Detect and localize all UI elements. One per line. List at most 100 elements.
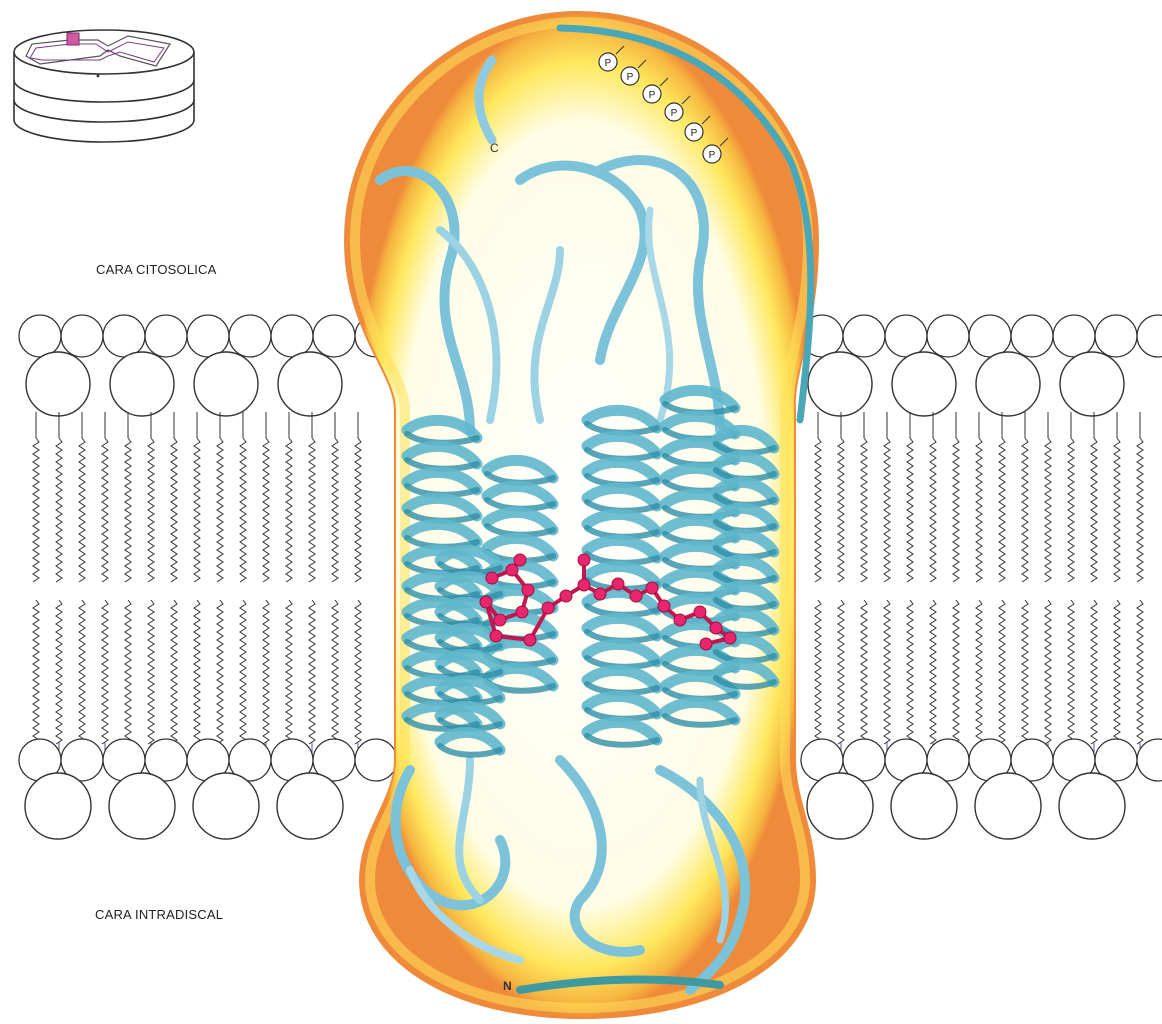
right-headgroup [843,315,885,357]
right-lipid-tail [1091,600,1097,744]
left-headgroup [187,315,229,357]
right-headgroup [892,352,956,416]
phosphate-label: P [605,58,612,69]
left-headgroup [103,315,145,357]
right-headgroup [976,352,1040,416]
left-headgroup [109,773,175,839]
right-headgroup [891,773,957,839]
left-headgroup [229,315,271,357]
left-lipid-tail [309,600,315,744]
left-headgroup [61,315,103,357]
left-lipid-tail [240,600,246,744]
left-lipid-tail [217,600,223,744]
right-lipid-tail [1068,438,1074,582]
right-headgroup [969,315,1011,357]
left-lipid-tail [56,438,62,582]
right-lipid-tail [930,438,936,582]
right-headgroup [885,315,927,357]
left-lipid-tail [309,438,315,582]
left-lipid-tail [286,438,292,582]
right-lipid-tail [953,438,959,582]
right-headgroup [975,773,1041,839]
right-headgroup [1095,315,1137,357]
left-lipid-tail [148,438,154,582]
right-lipid-tail [1114,438,1120,582]
right-lipid-tail [815,438,821,582]
right-lipid-tail [930,600,936,744]
left-lipid-tail [33,438,39,582]
disc-marker [67,33,79,45]
phosphate-label: P [709,150,716,161]
left-headgroup [193,773,259,839]
left-lipid-tail [56,600,62,744]
left-headgroup [271,315,313,357]
right-lipid-tail [884,438,890,582]
right-headgroup [808,352,872,416]
left-lipid-tail [194,438,200,582]
left-lipid-tail [332,438,338,582]
right-lipid-tail [907,438,913,582]
right-headgroup [1011,315,1053,357]
left-headgroup [277,773,343,839]
left-lipid-tail [194,600,200,744]
phosphate-label: P [627,72,634,83]
left-lipid-tail [263,600,269,744]
right-lipid-tail [1114,600,1120,744]
right-lipid-tail [1045,438,1051,582]
right-lipid-tail [1091,438,1097,582]
right-headgroup [1059,773,1125,839]
left-lipid-tail [332,600,338,744]
left-headgroup [145,315,187,357]
left-lipid-tail [102,438,108,582]
left-lipid-tail [79,438,85,582]
left-lipid-tail [286,600,292,744]
right-lipid-tail [999,600,1005,744]
right-lipid-tail [838,600,844,744]
membrane-bilayer-left [19,315,397,839]
phosphate-label: P [671,108,678,119]
left-lipid-tail [240,438,246,582]
right-lipid-tail [976,600,982,744]
right-lipid-tail [815,600,821,744]
right-headgroup [1060,352,1124,416]
membrane-bilayer-right [801,315,1162,839]
left-headgroup [313,315,355,357]
n-terminus-label: N [503,979,512,993]
c-terminus-label: C [490,141,499,155]
left-lipid-tail [102,600,108,744]
left-lipid-tail [125,600,131,744]
right-lipid-tail [976,438,982,582]
right-lipid-tail [907,600,913,744]
left-lipid-tail [171,438,177,582]
left-lipid-tail [148,600,154,744]
left-headgroup [19,315,61,357]
left-lipid-tail [217,438,223,582]
left-lipid-tail [33,600,39,744]
left-lipid-tail [263,438,269,582]
cytosolic-face-label: CARA CITOSOLICA [96,262,217,277]
left-headgroup [355,739,397,781]
left-lipid-tail [125,438,131,582]
right-lipid-tail [1137,438,1143,582]
left-headgroup [194,352,258,416]
left-headgroup [25,773,91,839]
right-headgroup [1137,315,1162,357]
right-lipid-tail [1022,438,1028,582]
right-lipid-tail [861,600,867,744]
right-lipid-tail [1045,600,1051,744]
left-headgroup [110,352,174,416]
right-lipid-tail [861,438,867,582]
left-lipid-tail [355,600,361,744]
phosphate-label: P [691,128,698,139]
left-headgroup [26,352,90,416]
right-lipid-tail [884,600,890,744]
intradiscal-face-label: CARA INTRADISCAL [95,907,223,922]
right-headgroup [1053,315,1095,357]
right-lipid-tail [1068,600,1074,744]
right-lipid-tail [953,600,959,744]
right-headgroup [807,773,873,839]
right-lipid-tail [1022,600,1028,744]
left-lipid-tail [171,600,177,744]
phosphate-label: P [649,90,656,101]
